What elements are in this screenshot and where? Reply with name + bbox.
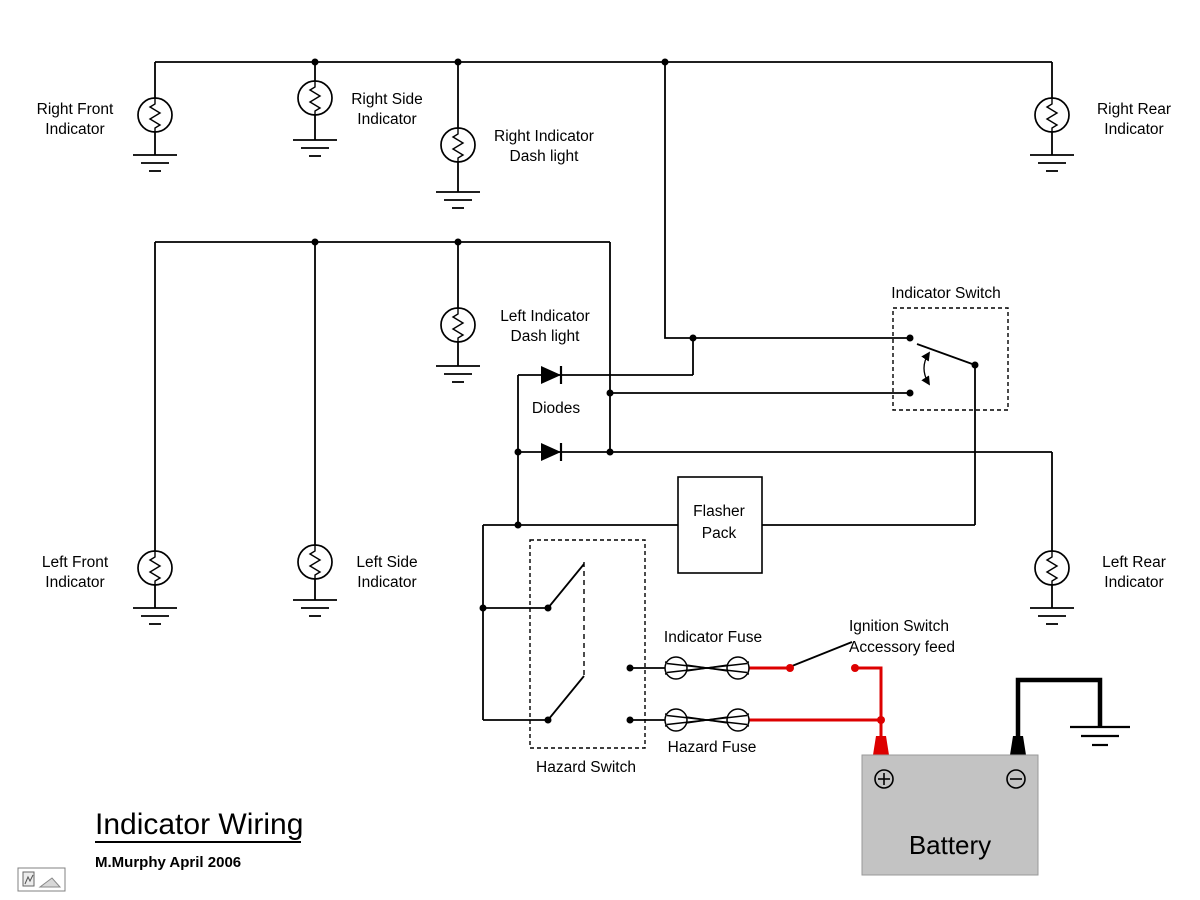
flasher-pack-label: Flasher (693, 503, 745, 520)
indicator-switch-arm (916, 343, 976, 366)
hazard-switch-box (529, 539, 646, 749)
right-side-indicator-label: Indicator (357, 111, 416, 128)
indicator-fuse-icon (664, 656, 750, 680)
left-rear-lamp-icon (1034, 550, 1070, 586)
indicator-switch (892, 307, 1009, 411)
battery-polarity-marks (874, 769, 1026, 789)
hazard-switch-arm-upper (547, 563, 585, 609)
left-side-indicator-label: Left Side (356, 554, 417, 571)
battery-ground-icon (1070, 725, 1130, 747)
indicator-switch-box (892, 307, 1009, 411)
diodes-label: Diodes (532, 400, 580, 417)
right-front-lamp-icon (137, 97, 173, 133)
left-front-indicator-label: Indicator (45, 574, 104, 591)
indicator-switch-label: Indicator Switch (891, 285, 1000, 302)
diode-icon (539, 364, 563, 386)
hazard-switch-label: Hazard Switch (536, 759, 636, 776)
left-rear-indicator-label: Left Rear (1102, 554, 1166, 571)
right-front-indicator-label: Right Front (37, 101, 114, 118)
battery-negative-wire (1015, 677, 1103, 742)
switch-contact (544, 604, 552, 612)
live-junction-dots (786, 664, 885, 724)
flasher-pack-box (677, 476, 763, 574)
battery-negative-terminal (1010, 736, 1026, 755)
left-side-lamp-icon (297, 544, 333, 580)
switch-contact (906, 389, 914, 397)
flasher-pack-label: Pack (702, 525, 737, 542)
right-front-indicator-label: Indicator (45, 121, 104, 138)
ground-symbols (132, 139, 1075, 625)
right-side-indicator-label: Right Side (351, 91, 423, 108)
ground-icon (1029, 154, 1075, 172)
hazard-switch-arm-lower (547, 675, 585, 721)
toggle-arrow-icon (921, 351, 931, 386)
ground-icon (292, 599, 338, 617)
left-dash-lamp-icon (440, 307, 476, 343)
switch-contact (626, 664, 634, 672)
battery-label: Battery (909, 830, 991, 860)
right-dash-light-label: Right Indicator (494, 128, 594, 145)
hazard-fuse-label: Hazard Fuse (668, 739, 757, 756)
labels: Right Front Indicator Right Side Indicat… (37, 91, 1171, 776)
left-front-lamp-icon (137, 550, 173, 586)
hazard-switch (529, 539, 646, 749)
switch-contact (544, 716, 552, 724)
ground-icon (435, 191, 481, 209)
left-dash-light-label: Dash light (511, 328, 581, 345)
page-title: Indicator Wiring (95, 808, 303, 841)
right-side-lamp-icon (297, 80, 333, 116)
diode-icon (539, 441, 563, 463)
left-rear-indicator-label: Indicator (1104, 574, 1163, 591)
hazard-fuse-icon (664, 708, 750, 732)
ground-icon (132, 607, 178, 625)
junction-dots (311, 58, 697, 612)
switch-contact (906, 334, 914, 342)
left-dash-light-label: Left Indicator (500, 308, 590, 325)
ground-icon (435, 365, 481, 383)
switch-contact (971, 361, 979, 369)
right-rear-indicator-label: Indicator (1104, 121, 1163, 138)
battery: Battery (861, 736, 1039, 876)
ignition-switch-label: Ignition Switch (849, 618, 949, 635)
flasher-pack: Flasher Pack (677, 476, 763, 574)
right-rear-lamp-icon (1034, 97, 1070, 133)
ground-icon (132, 154, 178, 172)
ignition-switch-blade (791, 641, 853, 667)
right-dash-light-label: Dash light (510, 148, 580, 165)
ground-icon (292, 139, 338, 157)
author-credit: M.Murphy April 2006 (95, 854, 241, 871)
battery-positive-terminal (873, 736, 889, 755)
ignition-switch-label: Accessory feed (849, 639, 955, 656)
indicator-fuse-label: Indicator Fuse (664, 629, 762, 646)
right-rear-indicator-label: Right Rear (1097, 101, 1171, 118)
ground-icon (1029, 607, 1075, 625)
switch-contact (626, 716, 634, 724)
title-block: Indicator Wiring M.Murphy April 2006 (95, 808, 303, 871)
right-dash-lamp-icon (440, 127, 476, 163)
left-side-indicator-label: Indicator (357, 574, 416, 591)
left-front-indicator-label: Left Front (42, 554, 109, 571)
wires-live (749, 666, 883, 742)
indicator-lamps (137, 80, 1070, 586)
drawing-object-icon (17, 867, 66, 892)
